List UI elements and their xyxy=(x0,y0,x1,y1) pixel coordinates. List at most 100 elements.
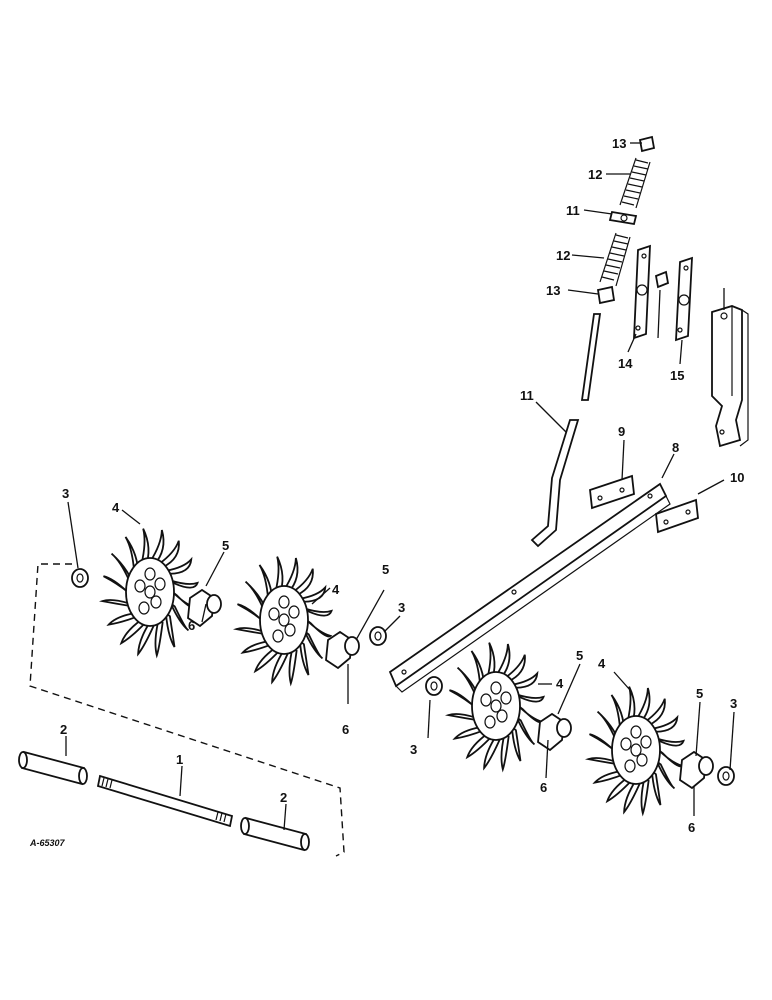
tine xyxy=(168,600,190,632)
hub-hole xyxy=(134,579,146,593)
tine xyxy=(119,618,147,646)
tine xyxy=(623,778,642,815)
callout-9: 11 xyxy=(520,388,534,403)
callout-13: 15 xyxy=(670,368,684,383)
wheel-hub xyxy=(259,585,309,655)
hub-hole xyxy=(624,759,636,773)
tine xyxy=(305,619,333,638)
tine xyxy=(106,612,140,626)
callout-3: 3 xyxy=(398,600,405,615)
hub-hole xyxy=(490,681,502,695)
tine-wheel-2 xyxy=(232,556,333,687)
hub-flange-3 xyxy=(537,712,572,752)
hub-hole xyxy=(620,737,632,751)
bushing xyxy=(654,270,670,289)
tine xyxy=(170,579,199,589)
lift-rod xyxy=(530,313,602,548)
hub-hole xyxy=(150,595,162,609)
leader-lines xyxy=(65,142,735,831)
callout-3: 3 xyxy=(730,696,737,711)
tine xyxy=(650,769,662,806)
hub-hole xyxy=(480,693,492,707)
callout-6: 6 xyxy=(342,722,349,737)
hub-hole xyxy=(138,601,150,615)
hub-hole xyxy=(144,585,156,599)
tine xyxy=(656,737,685,747)
tine xyxy=(298,639,310,676)
tine xyxy=(240,640,274,654)
callout-2: 2 xyxy=(280,790,287,805)
tine xyxy=(291,568,314,597)
wheel-hub xyxy=(125,557,175,627)
washer-2 xyxy=(369,626,387,646)
tine xyxy=(649,714,679,733)
tine xyxy=(592,770,626,784)
tine xyxy=(640,776,650,817)
adjuster-bolt xyxy=(608,210,638,226)
group-outline xyxy=(29,563,345,857)
tine xyxy=(517,705,545,724)
hub-flange-4 xyxy=(679,750,714,790)
hub-hole xyxy=(154,577,166,591)
callout-labels: 13 12 11 12 13 14 15 11 9 8 10 3 4 5 6 4… xyxy=(29,136,744,848)
tine xyxy=(503,654,526,683)
wear-pad-right xyxy=(655,498,699,534)
tine xyxy=(483,734,502,771)
tine xyxy=(157,540,180,569)
spring-lower xyxy=(599,232,631,287)
tine xyxy=(509,670,539,689)
side-plate-right xyxy=(675,256,693,342)
drawing-code: A-65307 xyxy=(29,838,66,848)
tine-wheel-1 xyxy=(98,528,199,659)
callout-8: 9 xyxy=(618,424,625,439)
cap-nut-lower xyxy=(596,285,616,305)
hub-hole xyxy=(288,605,300,619)
hub-flange-2 xyxy=(325,630,360,670)
hub-hole xyxy=(636,753,648,767)
spacer-tube-right xyxy=(240,816,310,852)
main-bar xyxy=(388,482,671,693)
tine xyxy=(654,758,676,790)
callout-4: 4 xyxy=(112,500,120,515)
callout-4: 4 xyxy=(332,582,340,597)
tine xyxy=(643,698,666,727)
tine xyxy=(452,726,486,740)
hub-hole xyxy=(490,699,502,713)
callout-10: 11 xyxy=(566,203,580,218)
tine xyxy=(302,628,324,660)
tine xyxy=(164,611,176,648)
callout-8: 10 xyxy=(730,470,744,485)
callout-6: 6 xyxy=(540,780,547,795)
tine xyxy=(465,732,493,760)
cap-nut-top xyxy=(638,135,656,153)
wear-pad-left xyxy=(589,474,635,510)
callout-11: 12 xyxy=(588,167,602,182)
tine xyxy=(304,607,333,617)
callout-3: 3 xyxy=(62,486,69,501)
callout-12: 13 xyxy=(546,283,560,298)
callout-13: 14 xyxy=(618,356,633,371)
hub-flange-1 xyxy=(187,588,222,628)
tine xyxy=(510,725,522,762)
tine xyxy=(253,646,281,674)
callout-12: 13 xyxy=(612,136,626,151)
tine-wheel-4 xyxy=(584,686,685,817)
callout-5: 5 xyxy=(382,562,389,577)
callout-5: 5 xyxy=(696,686,703,701)
tine-wheel-3 xyxy=(444,642,545,773)
hub-hole xyxy=(496,709,508,723)
hub-hole xyxy=(630,725,642,739)
mount-bracket xyxy=(711,305,749,448)
hub-hole xyxy=(284,623,296,637)
tine xyxy=(137,620,156,657)
tine xyxy=(154,618,164,659)
callout-3: 3 xyxy=(410,742,417,757)
hub-hole xyxy=(278,595,290,609)
callout-6: 6 xyxy=(688,820,695,835)
hub-hole xyxy=(272,629,284,643)
hub-hole xyxy=(144,567,156,581)
tine xyxy=(516,693,545,703)
callout-11: 12 xyxy=(556,248,570,263)
tine-wheels xyxy=(98,528,685,817)
